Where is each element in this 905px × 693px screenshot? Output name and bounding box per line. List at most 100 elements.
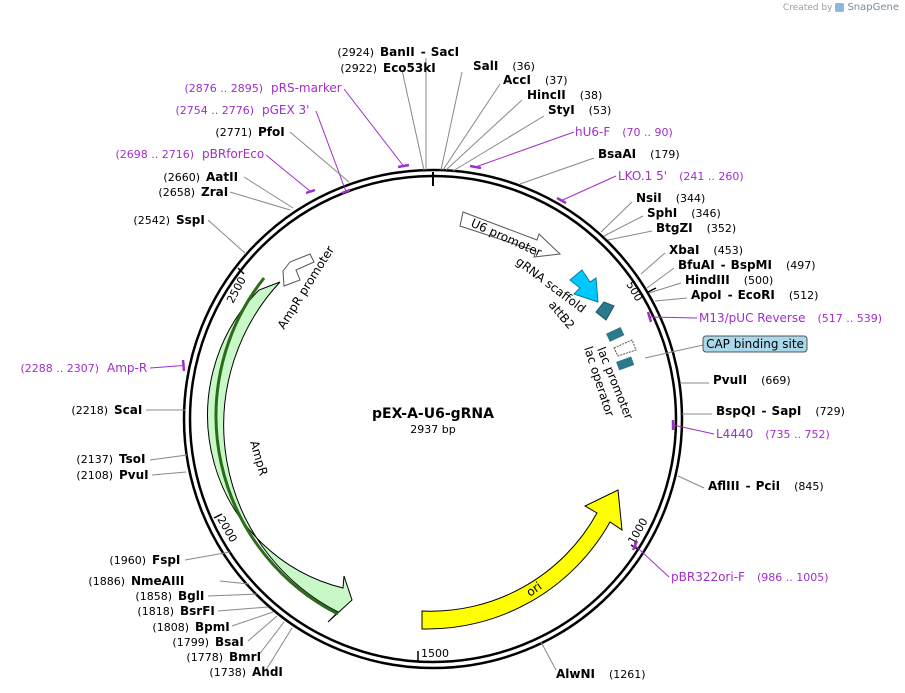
site-bpmi[interactable]: (1808)BpmI <box>152 611 274 634</box>
primer-name: M13/pUC Reverse <box>699 311 806 325</box>
site-leader <box>646 267 675 289</box>
primer-range: (2698 .. 2716) <box>115 148 194 161</box>
site-position: (346) <box>691 207 721 220</box>
site-position: (845) <box>794 480 824 493</box>
site-bsrfi[interactable]: (1818)BsrFI <box>137 604 269 618</box>
site-sphi[interactable]: SphI(346) <box>603 206 721 237</box>
site-scai[interactable]: (2218)ScaI <box>71 403 185 417</box>
primer-amp-r[interactable]: Amp-R(2288 .. 2307) <box>20 359 186 375</box>
site-dash: - <box>746 479 751 493</box>
site-position: (38) <box>580 89 603 102</box>
site-name: SalI <box>473 59 498 73</box>
site-leader <box>648 282 682 294</box>
lac-promoter-feature[interactable] <box>613 339 637 357</box>
credit-brand: SnapGene <box>847 2 899 13</box>
site-name: ScaI <box>114 403 142 417</box>
site-name: BsaI <box>215 635 244 649</box>
site-bsaai[interactable]: BsaAI(179) <box>519 147 680 185</box>
primer-name: pRS-marker <box>271 81 342 95</box>
u6-promoter-label: U6 promoter <box>469 216 544 260</box>
primer-lko1-5[interactable]: LKO.1 5'(241 .. 260) <box>556 169 744 205</box>
primer-range: (70 .. 90) <box>622 126 673 139</box>
site-eco53ki[interactable]: (2922)Eco53kI <box>340 61 436 171</box>
site-bfuai[interactable]: BfuAI-BspMI(497) <box>646 258 816 289</box>
ampr-label: AmpR <box>247 439 270 477</box>
features-layer <box>207 211 637 630</box>
primer-pbrforeco[interactable]: pBRforEco (2698 .. 2716) <box>115 147 316 195</box>
site-bgli[interactable]: (1858)BglI <box>135 589 258 603</box>
site-styi[interactable]: StyI(53) <box>452 103 611 172</box>
primer-l4440[interactable]: L4440(735 .. 752) <box>671 420 830 441</box>
site-leader <box>677 475 705 489</box>
site-name2: PciI <box>756 479 781 493</box>
primer-leader <box>265 154 311 192</box>
site-position: (37) <box>545 74 568 87</box>
lac-operator-bottom[interactable] <box>616 356 635 371</box>
site-nsii[interactable]: NsiI(344) <box>600 191 705 233</box>
primer-prs-marker[interactable]: pRS-marker(2876 .. 2895) <box>184 81 410 169</box>
site-position: (2542) <box>133 214 170 227</box>
site-pvui[interactable]: (2108)PvuI <box>76 468 187 482</box>
attb2-feature[interactable] <box>595 301 615 321</box>
site-xbai[interactable]: XbaI(453) <box>640 243 743 275</box>
site-btgzi[interactable]: BtgZI(352) <box>607 221 736 241</box>
ori-feature[interactable] <box>421 489 623 630</box>
site-afliii[interactable]: AflIII-PciI(845) <box>677 475 824 493</box>
primer-range: (2754 .. 2776) <box>175 104 254 117</box>
site-bspqi[interactable]: BspQI-SapI(729) <box>682 404 845 418</box>
grna-scaffold-feature[interactable] <box>569 269 599 303</box>
site-ahdi[interactable]: (1738)AhdI <box>209 627 293 679</box>
site-name: HindIII <box>685 273 730 287</box>
primer-name: pBRforEco <box>202 147 264 161</box>
site-zrai[interactable]: (2658)ZraI <box>158 185 291 211</box>
site-leader <box>452 115 545 172</box>
site-acci[interactable]: AccI(37) <box>442 73 568 171</box>
site-name: BsaAI <box>598 147 636 161</box>
site-name: BglI <box>178 589 204 603</box>
site-tsoi[interactable]: (2137)TsoI <box>76 452 188 466</box>
site-fspi[interactable]: (1960)FspI <box>109 551 231 567</box>
site-bsai[interactable]: (1799) BsaI <box>172 615 278 649</box>
site-name: BfuAI <box>678 258 715 272</box>
site-bmri[interactable]: (1778)BmrI <box>186 621 285 664</box>
u6-promoter-feature[interactable] <box>459 211 562 258</box>
site-leader <box>442 83 501 171</box>
lac-operator-top[interactable] <box>606 326 625 342</box>
site-pvuii[interactable]: PvuII(669) <box>680 373 791 387</box>
primer-hu6-f[interactable]: hU6-F (70 .. 90) <box>469 125 673 170</box>
site-alwni[interactable]: AlwNI(1261) <box>540 641 646 681</box>
primer-m13-puc-reverse[interactable]: M13/pUC Reverse(517 .. 539) <box>646 311 882 325</box>
primer-range: (2288 .. 2307) <box>20 362 99 375</box>
primer-name: pBR322ori-F <box>671 570 745 584</box>
primer-name: hU6-F <box>575 125 610 139</box>
site-position: (1799) <box>172 636 209 649</box>
ampr-feature[interactable] <box>207 281 353 623</box>
site-name: BpmI <box>195 620 230 634</box>
ampr-direction-line <box>214 277 339 616</box>
primer-leader <box>634 545 670 578</box>
site-position: (2924) <box>337 46 374 59</box>
site-position: (2660) <box>163 171 200 184</box>
site-banii-saci[interactable]: (2924)BanII-SacI <box>337 45 459 170</box>
site-apoi[interactable]: ApoI-EcoRI(512) <box>654 288 818 302</box>
site-sspi[interactable]: (2542)SspI <box>133 213 247 255</box>
site-name: StyI <box>548 103 575 117</box>
site-position: (2922) <box>340 62 377 75</box>
primer-leader <box>343 88 404 167</box>
site-nmeaiii[interactable]: (1886)NmeAIII <box>88 574 250 588</box>
site-hincii[interactable]: HincII(38) <box>445 88 603 171</box>
site-sali[interactable]: SalI(36) <box>440 59 535 171</box>
site-position: (669) <box>761 374 791 387</box>
backbone-outer <box>182 168 684 670</box>
primer-pgex3[interactable]: pGEX 3'(2754 .. 2776) <box>175 103 351 195</box>
site-aatii[interactable]: (2660)AatII <box>163 170 294 209</box>
site-name: PfoI <box>258 125 285 139</box>
site-name: BanII <box>380 45 415 59</box>
ampr-promoter-feature[interactable] <box>282 253 315 287</box>
site-leader <box>229 191 291 211</box>
site-name: NmeAIII <box>131 574 184 588</box>
primers-layer: hU6-F (70 .. 90) LKO.1 5'(241 .. 260) M13/p… <box>20 81 882 584</box>
site-hindiii[interactable]: HindIII(500) <box>648 273 773 294</box>
cap-binding-site-box[interactable] <box>702 335 808 353</box>
primer-pbr322ori-f[interactable]: pBR322ori-F(986 .. 1005) <box>631 540 829 584</box>
